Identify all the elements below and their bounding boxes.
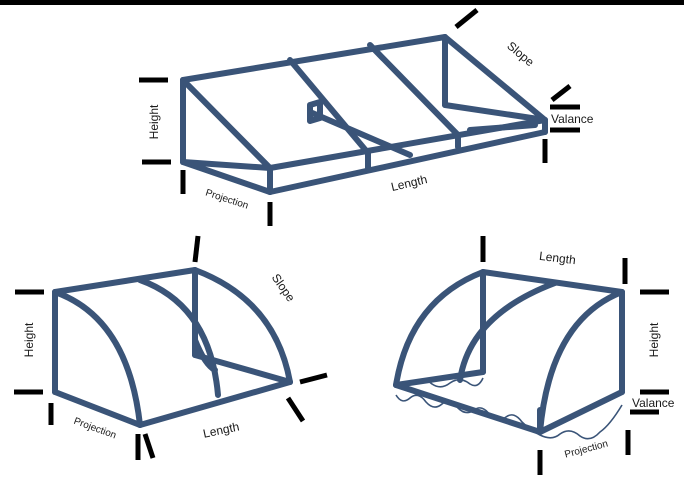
quarter-round-fringe xyxy=(395,394,623,440)
dome-awning-frame xyxy=(52,267,293,428)
dome-awning-ticks xyxy=(14,235,328,460)
dome-awning-diagram: Height Projection Length Slope xyxy=(14,235,328,460)
quarter-round-valance-label: Valance xyxy=(632,396,675,410)
quarter-round-projection-label: Projection xyxy=(563,439,609,461)
quarter-round-length-label: Length xyxy=(538,249,576,267)
standard-awning-frame xyxy=(180,34,548,195)
top-rule xyxy=(0,0,684,5)
standard-length-label: Length xyxy=(390,172,429,194)
quarter-round-awning-diagram: Length Height Valance Projection xyxy=(393,236,675,475)
standard-slope-label: Slope xyxy=(504,39,537,70)
quarter-round-awning-frame xyxy=(393,269,625,435)
dome-height-label: Height xyxy=(22,322,36,357)
dome-projection-label: Projection xyxy=(72,416,118,442)
standard-awning-diagram: Height Projection Length Slope Valance xyxy=(139,8,594,226)
quarter-round-fringe-back xyxy=(395,377,484,388)
standard-height-label: Height xyxy=(147,104,161,139)
standard-valance-label: Valance xyxy=(551,112,594,126)
standard-awning-ticks xyxy=(139,8,580,226)
standard-projection-label: Projection xyxy=(204,188,250,212)
dome-length-label: Length xyxy=(202,419,241,440)
quarter-round-height-label: Height xyxy=(647,322,661,357)
dome-slope-label: Slope xyxy=(269,271,298,304)
quarter-round-awning-ticks xyxy=(480,236,669,475)
